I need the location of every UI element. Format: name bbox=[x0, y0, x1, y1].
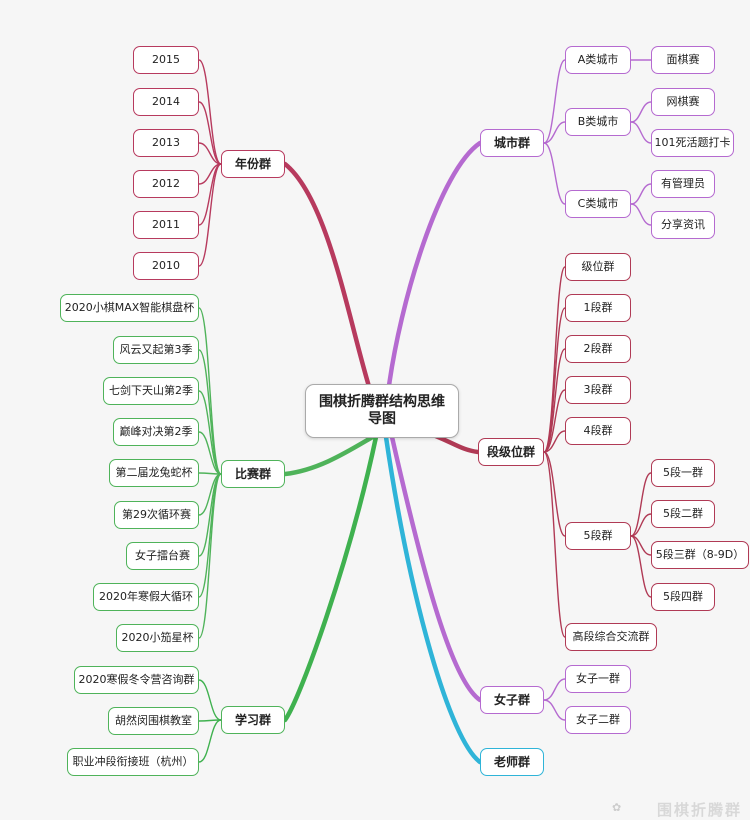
link-match-8 bbox=[198, 473, 222, 639]
study-item[interactable]: 胡然闵围棋教室 bbox=[108, 707, 199, 735]
link-dan-4 bbox=[543, 430, 566, 453]
year-2010[interactable]: 2010 bbox=[133, 252, 199, 280]
link-dan-2 bbox=[543, 348, 566, 453]
dan-item[interactable]: 4段群 bbox=[565, 417, 631, 445]
city-group-b[interactable]: B类城市 bbox=[565, 108, 631, 136]
branch-study[interactable]: 学习群 bbox=[221, 706, 285, 734]
link-city-c-0 bbox=[630, 183, 652, 205]
match-item[interactable]: 七剑下天山第2季 bbox=[103, 377, 199, 405]
year-2013[interactable]: 2013 bbox=[133, 129, 199, 157]
women-item[interactable]: 女子二群 bbox=[565, 706, 631, 734]
link-main-teacher bbox=[383, 434, 483, 765]
central-topic[interactable]: 围棋折腾群结构思维导图 bbox=[305, 384, 459, 438]
dan-five-item[interactable]: 5段二群 bbox=[651, 500, 715, 528]
link-match-3 bbox=[198, 431, 222, 475]
match-item[interactable]: 2020小笳星杯 bbox=[116, 624, 199, 652]
branch-dan[interactable]: 段级位群 bbox=[478, 438, 544, 466]
city-c-item[interactable]: 有管理员 bbox=[651, 170, 715, 198]
year-2014[interactable]: 2014 bbox=[133, 88, 199, 116]
link-year-1 bbox=[198, 101, 222, 165]
dan-item[interactable]: 级位群 bbox=[565, 253, 631, 281]
match-item[interactable]: 巅峰对决第2季 bbox=[113, 418, 199, 446]
link-main-year bbox=[282, 161, 377, 406]
link-city-c-1 bbox=[630, 203, 652, 226]
link-year-5 bbox=[198, 163, 222, 267]
link-dan-five-1 bbox=[630, 513, 652, 537]
city-group-c[interactable]: C类城市 bbox=[565, 190, 631, 218]
link-study-2 bbox=[198, 719, 222, 763]
link-match-2 bbox=[198, 390, 222, 475]
link-study-0 bbox=[198, 679, 222, 721]
dan-five-item[interactable]: 5段三群（8-9D） bbox=[651, 541, 749, 569]
link-dan-five-0 bbox=[630, 472, 652, 537]
link-match-0 bbox=[198, 307, 222, 475]
dan-five-item[interactable]: 5段四群 bbox=[651, 583, 715, 611]
branch-city[interactable]: 城市群 bbox=[480, 129, 544, 157]
women-item[interactable]: 女子一群 bbox=[565, 665, 631, 693]
link-dan-6 bbox=[543, 451, 566, 638]
link-main-study bbox=[282, 434, 379, 723]
link-match-1 bbox=[198, 349, 222, 475]
link-dan-five-3 bbox=[630, 535, 652, 598]
link-dan-3 bbox=[543, 389, 566, 453]
year-2011[interactable]: 2011 bbox=[133, 211, 199, 239]
link-women-1 bbox=[543, 699, 566, 721]
match-item[interactable]: 第二届龙兔蛇杯 bbox=[109, 459, 199, 487]
link-dan-1 bbox=[543, 307, 566, 453]
link-women-0 bbox=[543, 678, 566, 701]
link-city-group-2 bbox=[543, 142, 566, 205]
year-2012[interactable]: 2012 bbox=[133, 170, 199, 198]
dan-high[interactable]: 高段综合交流群 bbox=[565, 623, 657, 651]
dan-item[interactable]: 3段群 bbox=[565, 376, 631, 404]
link-main-women bbox=[389, 434, 483, 703]
city-b-item[interactable]: 网棋赛 bbox=[651, 88, 715, 116]
study-item[interactable]: 2020寒假冬令营咨询群 bbox=[74, 666, 199, 694]
match-item[interactable]: 第29次循环赛 bbox=[114, 501, 199, 529]
city-c-item[interactable]: 分享资讯 bbox=[651, 211, 715, 239]
match-item[interactable]: 风云又起第3季 bbox=[113, 336, 199, 364]
link-main-match bbox=[282, 432, 379, 477]
city-a-item[interactable]: 面棋赛 bbox=[651, 46, 715, 74]
link-match-6 bbox=[198, 473, 222, 557]
study-item[interactable]: 职业冲段衔接班（杭州） bbox=[67, 748, 199, 776]
city-group-a[interactable]: A类城市 bbox=[565, 46, 631, 74]
dan-five-item[interactable]: 5段一群 bbox=[651, 459, 715, 487]
link-year-0 bbox=[198, 59, 222, 165]
link-city-b-1 bbox=[630, 121, 652, 144]
branch-year[interactable]: 年份群 bbox=[221, 150, 285, 178]
match-item[interactable]: 2020年寒假大循环 bbox=[93, 583, 199, 611]
match-item[interactable]: 2020小棋MAX智能棋盘杯 bbox=[60, 294, 199, 322]
link-city-group-1 bbox=[543, 121, 566, 144]
link-year-2 bbox=[198, 142, 222, 165]
link-city-group-0 bbox=[543, 59, 566, 144]
match-item[interactable]: 女子擂台赛 bbox=[126, 542, 199, 570]
branch-teacher[interactable]: 老师群 bbox=[480, 748, 544, 776]
watermark: 围棋折腾群 bbox=[656, 801, 742, 819]
branch-women[interactable]: 女子群 bbox=[480, 686, 544, 714]
city-b-item[interactable]: 101死活题打卡 bbox=[651, 129, 734, 157]
branch-match[interactable]: 比赛群 bbox=[221, 460, 285, 488]
link-city-b-0 bbox=[630, 101, 652, 123]
dan-item[interactable]: 2段群 bbox=[565, 335, 631, 363]
dan-five[interactable]: 5段群 bbox=[565, 522, 631, 550]
link-dan-5 bbox=[543, 451, 566, 537]
link-main-city bbox=[385, 140, 483, 396]
year-2015[interactable]: 2015 bbox=[133, 46, 199, 74]
dan-item[interactable]: 1段群 bbox=[565, 294, 631, 322]
wechat-icon: ✿ bbox=[612, 801, 622, 814]
